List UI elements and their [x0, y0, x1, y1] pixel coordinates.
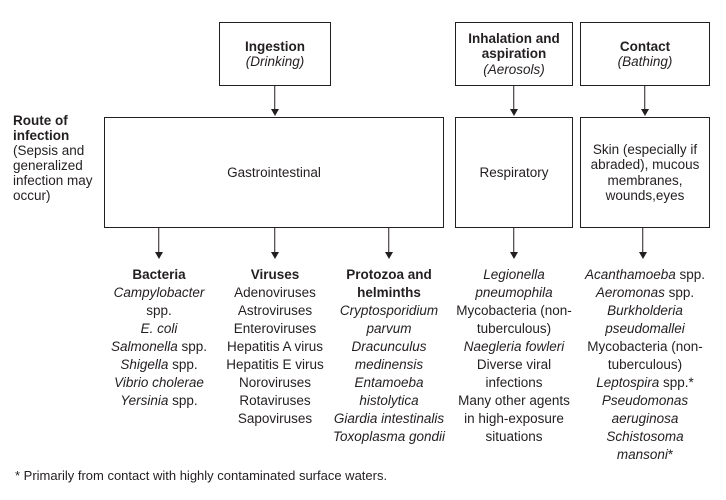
route-box-skin: Skin (especially if abraded), mucous mem… [580, 117, 710, 228]
organism-column-protozoa-helminths: Protozoa and helminths Cryptosporidium p… [330, 266, 448, 446]
organism-column-header: Viruses [250, 267, 300, 282]
route-label-title: Route of infection [13, 113, 70, 143]
organism-item: Dracunculus medinensis [351, 339, 427, 372]
route-box-respiratory: Respiratory [455, 117, 573, 228]
organism-item: Toxoplasma gondii [332, 429, 446, 444]
route-label-note: (Sepsis and generalized infection may oc… [13, 143, 93, 203]
exposure-box-inhalation: Inhalation and aspiration (Aerosols) [455, 22, 573, 86]
organism-item: Enteroviruses [233, 321, 317, 336]
organism-item: Astroviruses [237, 303, 313, 318]
organism-item: E. coli [140, 321, 178, 336]
arrow-inhalation-to-respiratory [509, 86, 518, 116]
organism-item: Cryptosporidium parvum [339, 303, 439, 336]
organism-item: Burkholderia pseudomallei [605, 303, 685, 336]
organism-item: Schistosoma mansoni* [606, 429, 684, 462]
arrow-gastrointestinal-to-viruses [270, 228, 279, 259]
exposure-box-contact: Contact (Bathing) [580, 22, 710, 86]
exposure-title: Contact [619, 38, 671, 54]
exposure-title: Ingestion [245, 38, 305, 54]
exposure-subtitle: (Bathing) [617, 54, 673, 69]
organism-item: Hepatitis E virus [226, 357, 324, 372]
arrow-contact-to-skin [640, 86, 649, 116]
organism-item: Salmonella spp. [110, 339, 208, 354]
arrow-respiratory-to-organisms [509, 228, 518, 259]
exposure-subtitle: (Drinking) [245, 54, 305, 69]
route-box-label: Skin (especially if abraded), mucous mem… [590, 141, 700, 204]
exposure-box-ingestion: Ingestion (Drinking) [219, 22, 331, 86]
route-of-infection-label: Route of infection (Sepsis and generaliz… [13, 113, 105, 203]
organism-item: Acanthamoeba spp. [584, 267, 706, 282]
organism-item: Shigella spp. [120, 357, 198, 372]
organism-item: Diverse viral infections [476, 357, 552, 390]
route-box-gastrointestinal: Gastrointestinal [104, 117, 444, 228]
organism-column-header: Protozoa and helminths [346, 267, 432, 300]
organism-item: Many other agents in high-exposure situa… [458, 393, 570, 444]
arrow-gastrointestinal-to-protozoa [384, 228, 393, 259]
organism-list: Acanthamoeba spp. Aeromonas spp. Burkholde… [578, 266, 712, 464]
organism-item: Adenoviruses [234, 285, 316, 300]
organism-item: Aeromonas spp. [595, 285, 695, 300]
organism-item: Pseudomonas aeruginosa [601, 393, 689, 426]
organism-item: Yersinia spp. [120, 393, 198, 408]
arrow-skin-to-organisms [638, 228, 647, 259]
arrow-ingestion-to-gastrointestinal [270, 86, 279, 116]
arrow-gastrointestinal-to-bacteria [154, 228, 163, 259]
organism-item: Legionella pneumophila [475, 267, 553, 300]
route-box-label: Gastrointestinal [227, 164, 321, 180]
organism-item: Sapoviruses [237, 411, 313, 426]
organism-item: Mycobacteria (non-tuberculous) [456, 303, 572, 336]
exposure-subtitle: (Aerosols) [483, 61, 545, 77]
organism-item: Rotaviruses [239, 393, 311, 408]
organism-item: Mycobacteria (non-tuberculous) [587, 339, 703, 372]
organism-item: Leptospira spp.* [596, 375, 694, 390]
organism-item: Entamoeba histolytica [354, 375, 424, 408]
exposure-title: Inhalation and aspiration [468, 30, 560, 62]
organism-item: Hepatitis A virus [226, 339, 324, 354]
organism-item: Noroviruses [238, 375, 312, 390]
organism-column-contact: Acanthamoeba spp. Aeromonas spp. Burkholde… [578, 266, 712, 464]
organism-item: Giardia intestinalis [333, 411, 445, 426]
organism-item: Vibrio cholerae [114, 375, 204, 390]
route-box-label: Respiratory [479, 164, 549, 180]
organism-item: Campylobacter spp. [113, 285, 205, 318]
organism-column-header: Bacteria [132, 267, 186, 282]
footnote: * Primarily from contact with highly con… [15, 468, 388, 483]
organism-item: Naegleria fowleri [463, 339, 565, 354]
